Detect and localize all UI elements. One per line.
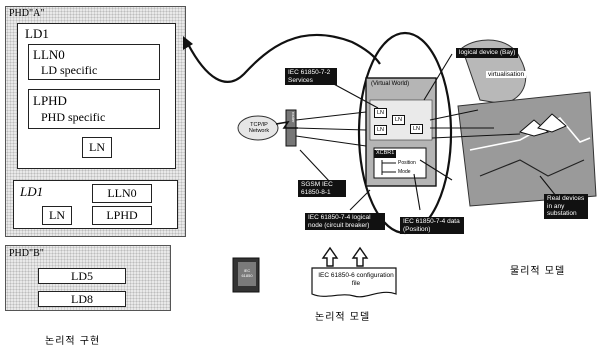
label-iec-61850-7-2: IEC 61850-7-2 Services: [285, 68, 337, 85]
ln-tag-2: LN: [392, 115, 405, 125]
label-iec-61850-6: IEC 61850-6 configuration file: [318, 272, 394, 288]
logical-model-caption: 논리적 모델: [315, 308, 370, 323]
ln-tag-4: LN: [410, 124, 423, 134]
up-arrow-right: [353, 248, 367, 266]
label-logical-device: logical device (Bay): [456, 48, 518, 58]
label-position: Position: [398, 160, 416, 166]
up-arrow-left: [323, 248, 337, 266]
ln-tag-3: LN: [374, 125, 387, 135]
label-sgsm: SGSM IEC 61850-8-1: [298, 180, 346, 197]
label-iec-61850-7-4-data: IEC 61850-7-4 data (Position): [400, 217, 464, 234]
label-xcbr: XCBR1: [374, 150, 396, 158]
physical-model-caption: 물리적 모델: [510, 262, 565, 277]
link-arrow-head: [183, 36, 193, 50]
label-real-devices: Real devices in any substation: [544, 194, 588, 219]
label-tcp-network: TCP/IP Network: [240, 122, 278, 134]
ln-tag-1: LN: [374, 108, 387, 118]
iec-book-label: IEC 61850: [238, 268, 256, 278]
label-virtual-world: (Virtual World): [371, 81, 409, 87]
router-label: router: [286, 112, 296, 144]
virtualisation-link-arrow: [188, 35, 380, 82]
label-mode: Mode: [398, 169, 411, 175]
label-virtualisation: virtualisation: [486, 71, 526, 78]
label-iec-61850-7-4-node: IEC 61850-7-4 logical node (circuit brea…: [305, 213, 385, 230]
